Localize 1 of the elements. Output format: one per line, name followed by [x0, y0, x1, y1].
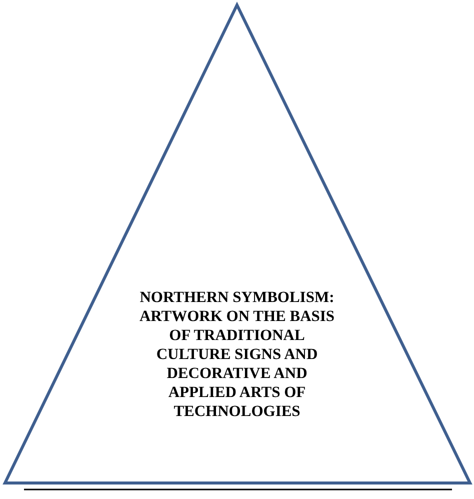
- triangle-label: NORTHERN SYMBOLISM: ARTWORK ON THE BASIS OF TRADITIONAL CULTURE SIGNS AND DECORATIVE AND APPLIED ARTS OF TECHNOLOGIES: [138, 288, 336, 421]
